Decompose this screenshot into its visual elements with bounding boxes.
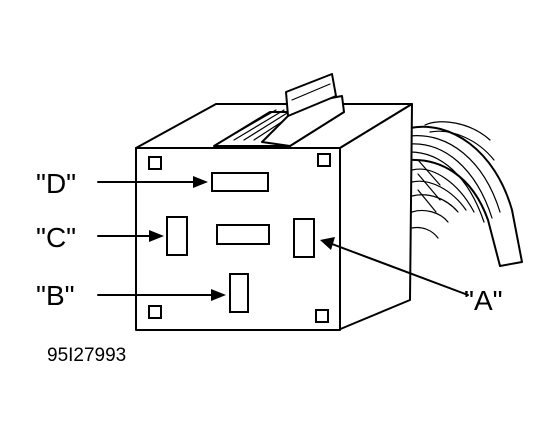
label-a: "A" [464, 285, 503, 316]
latch-button [285, 73, 337, 117]
label-b: "B" [36, 280, 75, 311]
terminal-cavity-a [293, 218, 315, 258]
mounting-hole-top-left [148, 156, 162, 170]
terminal-cavity-center [216, 224, 270, 245]
arrow-a [320, 237, 469, 296]
terminal-cavity-b [229, 273, 249, 313]
wire-harness [407, 121, 523, 267]
label-c: "C" [36, 222, 76, 253]
arrow-b [97, 289, 226, 301]
leader-arrows [97, 176, 469, 301]
terminal-cavity-c [166, 216, 188, 256]
terminal-cavities [166, 172, 315, 313]
mounting-hole-top-right [317, 153, 331, 167]
mounting-holes [148, 153, 331, 323]
arrow-c [97, 230, 164, 242]
figure-id: 95I27993 [47, 345, 126, 366]
locking-latch [213, 73, 345, 147]
terminal-cavity-d [211, 172, 269, 192]
mounting-hole-bottom-right [315, 309, 329, 323]
mounting-hole-bottom-left [148, 305, 162, 319]
arrow-d [97, 176, 208, 188]
label-d: "D" [36, 168, 76, 199]
